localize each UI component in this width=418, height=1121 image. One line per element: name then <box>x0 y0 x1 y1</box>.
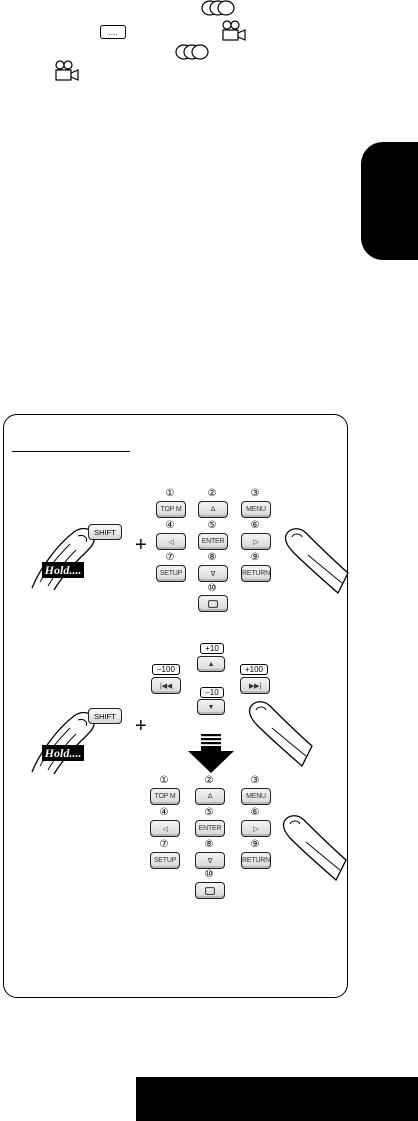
key-number: ① <box>159 775 169 786</box>
right-hand-finger-icon <box>284 528 349 595</box>
left-button[interactable]: ◁ <box>156 533 186 550</box>
hold-label: Hold.... <box>42 745 84 761</box>
key-number: ⑧ <box>204 839 214 850</box>
key-number: ③ <box>250 775 260 786</box>
previous-button[interactable]: |◀◀ <box>151 677 181 694</box>
down-arrow-icon <box>188 734 234 773</box>
key-number: ⑥ <box>250 807 260 818</box>
left-hand-finger-icon <box>31 527 95 591</box>
enter-button[interactable]: ENTER <box>195 820 225 837</box>
left-button[interactable]: ◁ <box>150 820 180 837</box>
key-number: ⑩ <box>204 869 214 880</box>
key-number: ⑤ <box>204 807 214 818</box>
camera-angle-icon <box>55 60 79 81</box>
enter-button[interactable]: ENTER <box>198 533 228 550</box>
up-skip-button[interactable]: ▲ <box>197 656 225 672</box>
down-button[interactable]: ∇ <box>198 565 228 582</box>
subtitle-icon <box>205 886 215 895</box>
panel-heading-underline <box>12 451 130 452</box>
key-number: ⑨ <box>250 552 260 563</box>
key-number: ① <box>165 488 175 499</box>
right-hand-finger-icon <box>282 815 347 882</box>
right-button[interactable]: ▷ <box>241 820 271 837</box>
hold-label: Hold.... <box>42 562 84 578</box>
up-button[interactable]: ∆ <box>198 501 228 518</box>
shift-button[interactable]: SHIFT <box>88 524 122 540</box>
key-number: ② <box>207 488 217 499</box>
disc-icon <box>201 0 235 16</box>
plus-sign: + <box>135 715 147 737</box>
minus10-label: –10 <box>200 687 224 698</box>
up-button[interactable]: ∆ <box>195 788 225 805</box>
next-button[interactable]: ▶▶| <box>240 677 270 694</box>
plus-sign: + <box>135 534 147 556</box>
footer-bar <box>136 1077 418 1121</box>
subtitle-button[interactable] <box>198 595 228 612</box>
key-number: ⑥ <box>250 520 260 531</box>
right-hand-finger-icon <box>248 701 313 768</box>
shift-button[interactable]: SHIFT <box>88 708 122 724</box>
menu-button[interactable]: MENU <box>241 788 271 805</box>
setup-button[interactable]: SETUP <box>156 565 186 582</box>
setup-button[interactable]: SETUP <box>150 852 180 869</box>
subtitle-icon: .... <box>100 25 126 39</box>
key-number: ⑦ <box>165 552 175 563</box>
key-number: ⑤ <box>207 520 217 531</box>
top-menu-button[interactable]: TOP M <box>150 788 180 805</box>
side-tab <box>361 142 418 260</box>
key-number: ② <box>204 775 214 786</box>
camera-angle-icon <box>222 20 246 41</box>
plus10-label: +10 <box>200 643 224 654</box>
key-number: ④ <box>165 520 175 531</box>
subtitle-button[interactable] <box>195 882 225 899</box>
subtitle-symbol: .... <box>108 27 118 37</box>
left-hand-finger-icon <box>31 711 95 775</box>
key-number: ⑩ <box>207 583 217 594</box>
right-button[interactable]: ▷ <box>241 533 271 550</box>
key-number: ④ <box>159 807 169 818</box>
key-number: ⑧ <box>207 552 217 563</box>
minus100-label: –100 <box>152 664 180 675</box>
key-number: ⑨ <box>250 839 260 850</box>
plus100-label: +100 <box>240 664 268 675</box>
return-button[interactable]: RETURN <box>241 852 271 869</box>
down-button[interactable]: ∇ <box>195 852 225 869</box>
top-menu-button[interactable]: TOP M <box>156 501 186 518</box>
disc-icon <box>175 44 209 60</box>
subtitle-icon <box>208 599 218 608</box>
down-skip-button[interactable]: ▼ <box>197 699 225 715</box>
menu-button[interactable]: MENU <box>241 501 271 518</box>
key-number: ③ <box>250 488 260 499</box>
return-button[interactable]: RETURN <box>241 565 271 582</box>
instruction-panel <box>3 414 348 998</box>
key-number: ⑦ <box>159 839 169 850</box>
